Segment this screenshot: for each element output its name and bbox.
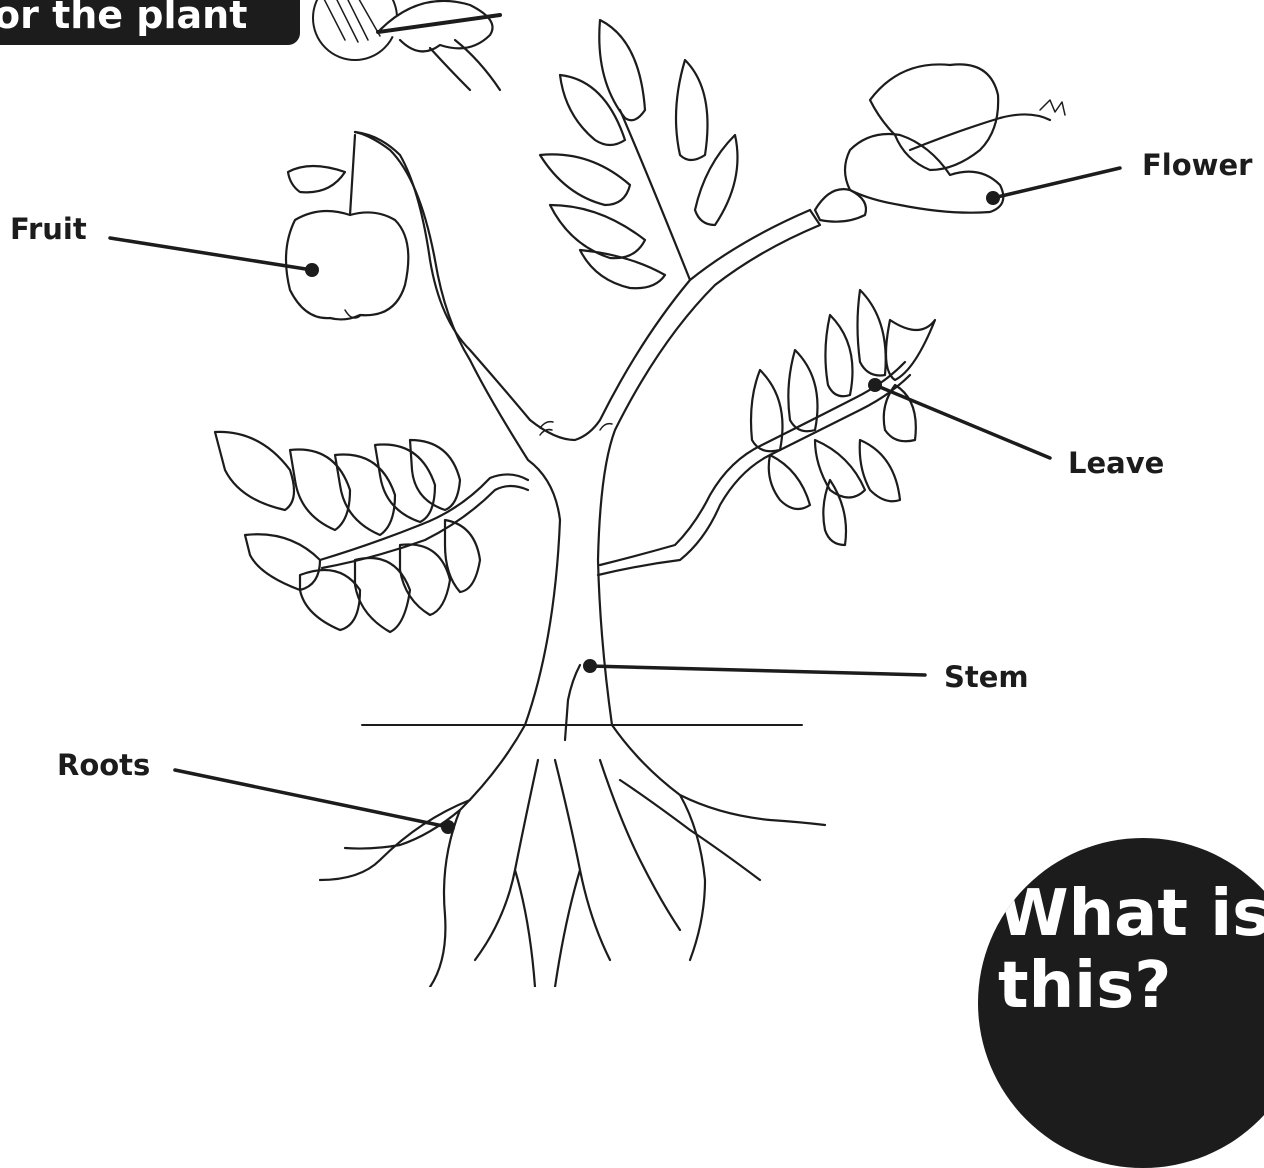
top-leaves <box>540 20 738 288</box>
hand-drawing-icon <box>313 0 500 90</box>
label-flower: Flower <box>1142 148 1252 182</box>
label-roots: Roots <box>57 748 150 782</box>
fruit-apple <box>286 135 408 319</box>
flower <box>815 64 1065 221</box>
leader-dots <box>305 191 1000 834</box>
trunk <box>355 132 820 740</box>
label-stem: Stem <box>944 660 1029 694</box>
plant-diagram <box>0 0 1264 987</box>
label-leave: Leave <box>1068 446 1164 480</box>
left-branch <box>215 432 528 632</box>
roots <box>320 725 825 987</box>
right-branch <box>598 290 935 575</box>
question-badge: What is this? <box>978 838 1264 1168</box>
badge-line1: What is <box>998 878 1264 950</box>
label-fruit: Fruit <box>10 212 87 246</box>
badge-line2: this? <box>998 950 1171 1022</box>
